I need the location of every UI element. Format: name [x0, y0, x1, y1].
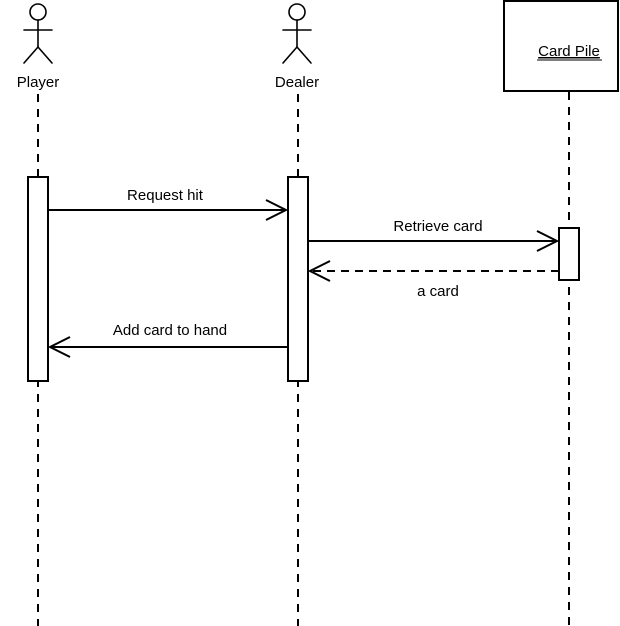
player-activation: [27, 176, 49, 382]
message-retrieve-card: Retrieve card: [308, 218, 560, 252]
stick-figure-icon: [282, 3, 312, 64]
message-label: a card: [417, 283, 459, 300]
open-arrowhead-icon: [47, 336, 71, 358]
open-arrowhead-icon: [307, 260, 331, 282]
message-request-hit: Request hit: [48, 187, 289, 221]
player-label: Player: [17, 74, 60, 91]
dealer-actor: Dealer: [275, 3, 319, 91]
card-pile-box: [503, 0, 619, 92]
card-pile-object: Card Pile: [503, 0, 619, 92]
dealer-label: Dealer: [275, 74, 319, 91]
stick-figure-icon: [23, 3, 53, 64]
open-arrowhead-icon: [265, 199, 289, 221]
message-label: Retrieve card: [393, 218, 482, 235]
message-label: Request hit: [127, 187, 204, 204]
card-pile-label: Card Pile: [538, 43, 600, 60]
message-label: Add card to hand: [113, 322, 227, 339]
player-actor: Player: [17, 3, 60, 91]
open-arrowhead-icon: [536, 230, 560, 252]
dealer-activation: [287, 176, 309, 382]
card-pile-activation: [558, 227, 580, 281]
message-add-card-to-hand: Add card to hand: [47, 322, 288, 358]
message-a-card: a card: [307, 260, 559, 300]
